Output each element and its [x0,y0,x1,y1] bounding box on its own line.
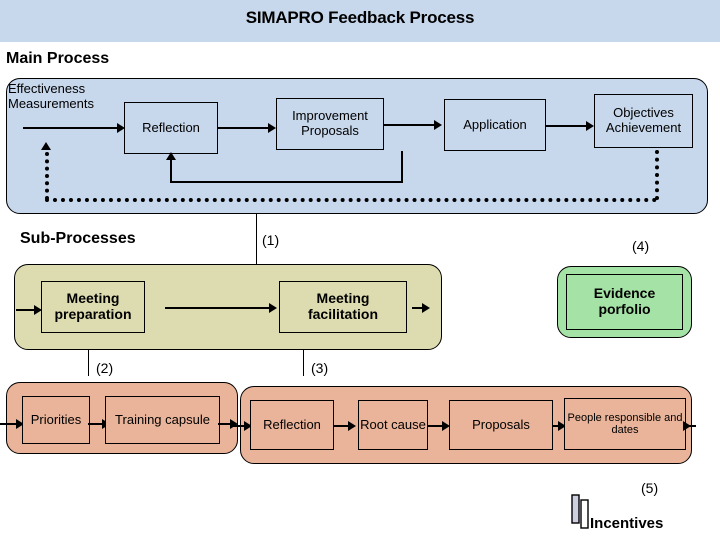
arrow-into-reflection-detail-head [244,421,252,431]
arrow-out-training-line [218,423,232,425]
title-bar [0,0,720,42]
marker-1: (1) [262,232,280,248]
arrow-into-meeting-prep-head [34,305,42,315]
arrow-input-to-reflection-line [23,127,119,129]
dotted-feedback-head [41,142,51,150]
arrow-meeting-prep-to-facilitation-line [165,307,271,309]
arrow-out-of-facilitation-head [422,303,430,313]
node-improvement-proposals[interactable]: Improvement Proposals [276,98,384,150]
node-application[interactable]: Application [444,99,546,151]
arrow-priorities-to-training-line [88,423,104,425]
marker-4: (4) [632,238,650,254]
arrow-reflection-to-improvement-head [268,123,276,133]
node-priorities[interactable]: Priorities [22,396,90,444]
marker-2: (2) [96,360,114,376]
effectiveness-measurements-label: Effectiveness Measurements [8,81,94,111]
arrow-reflection-to-improvement-line [218,127,270,129]
dotted-feedback-horizontal [45,198,657,202]
sub-processes-heading: Sub-Processes [20,230,136,247]
node-evidence-portfolio[interactable]: Evidence porfolio [566,274,683,330]
arrow-rootcause-to-proposals-line [428,425,444,427]
arrow-into-meeting-prep-line [16,309,36,311]
arrow-into-reflection-detail-line [232,425,246,427]
arrow-rootcause-to-proposals-head [442,421,450,431]
arrow-reflection-to-rootcause-head [348,421,356,431]
connector-3-line [303,350,304,376]
feedback-to-reflection-head [166,152,176,160]
node-reflection-main[interactable]: Reflection [124,102,218,154]
page-title: SIMAPRO Feedback Process [245,8,475,27]
node-meeting-preparation[interactable]: Meeting preparation [41,281,145,333]
node-reflection-detail[interactable]: Reflection [250,400,334,450]
feedback-application-vertical [401,151,403,183]
incentives-label: Incentives [590,515,664,532]
arrow-into-priorities-head [16,419,24,429]
stacked-bars-icon [571,494,589,529]
arrow-out-of-facilitation-line [412,307,424,309]
node-root-cause[interactable]: Root cause [358,400,428,450]
arrow-proposals-to-people-head [558,421,566,431]
arrow-improvement-to-application-line [384,124,436,126]
arrow-application-to-objectives-line [546,125,588,127]
arrow-input-to-reflection-head [117,123,125,133]
arrow-out-people-head [683,421,691,431]
feedback-to-reflection-vertical [170,158,172,183]
arrow-meeting-prep-to-facilitation-head [269,303,277,313]
main-process-heading: Main Process [6,50,110,67]
arrow-application-to-objectives-head [586,121,594,131]
node-proposals-detail[interactable]: Proposals [449,400,553,450]
connector-2-line [88,350,89,376]
connector-1-line [256,214,257,264]
node-people-responsible-and-dates[interactable]: People responsible and dates [564,398,686,450]
marker-5: (5) [641,480,659,496]
node-meeting-facilitation[interactable]: Meeting facilitation [279,281,407,333]
arrow-out-training-head [230,419,238,429]
dotted-feedback-right-vertical [655,150,659,200]
arrow-into-priorities-line [0,423,18,425]
node-objectives-achievement[interactable]: Objectives Achievement [594,94,693,148]
feedback-application-horizontal [170,181,403,183]
marker-3: (3) [311,360,329,376]
arrow-improvement-to-application-head [434,120,442,130]
dotted-feedback-left-vertical [45,152,49,200]
arrow-reflection-to-rootcause-line [334,425,350,427]
node-training-capsule[interactable]: Training capsule [105,396,220,444]
